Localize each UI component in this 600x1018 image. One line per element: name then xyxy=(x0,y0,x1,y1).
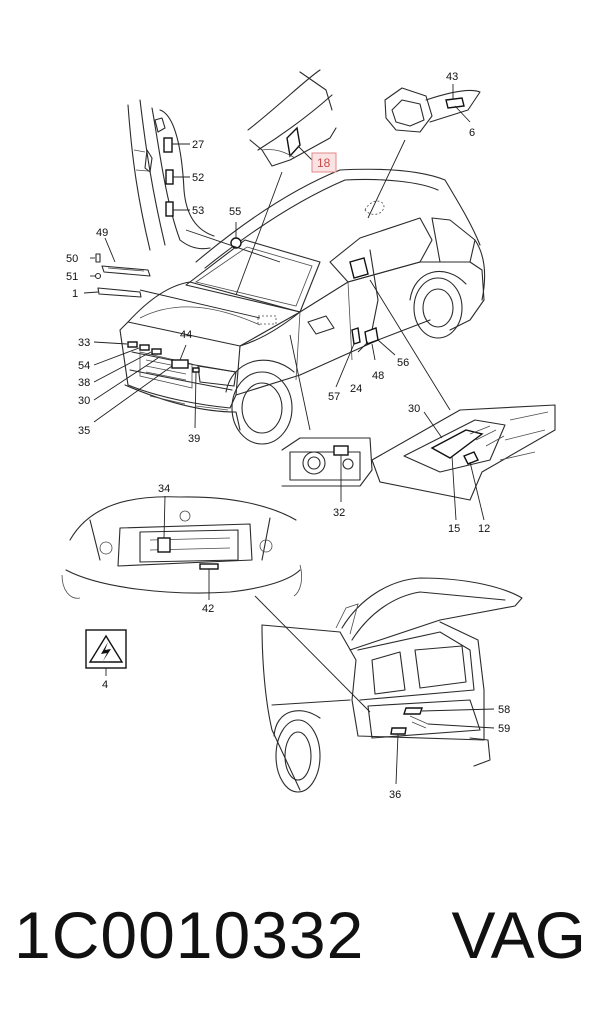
callout-54: 54 xyxy=(78,360,90,372)
b-pillar-label-shape xyxy=(349,257,369,279)
label-32-shape xyxy=(333,445,349,456)
callout-1: 1 xyxy=(72,288,78,300)
callout-24: 24 xyxy=(350,383,362,395)
label-24-shape xyxy=(351,327,361,345)
label-48-shape xyxy=(364,327,379,345)
callout-18-highlight xyxy=(311,152,337,173)
callout-53: 53 xyxy=(192,205,204,217)
callout-48: 48 xyxy=(372,370,384,382)
label-42-shape xyxy=(199,563,219,570)
callout-34: 34 xyxy=(158,483,170,495)
part-number: 1C0010332 xyxy=(14,898,365,972)
label-54-shape xyxy=(139,344,150,351)
label-27-shape xyxy=(163,137,173,153)
label-58-shape xyxy=(403,707,423,715)
callout-39: 39 xyxy=(188,433,200,445)
console-detail xyxy=(371,404,556,521)
callout-35: 35 xyxy=(78,425,90,437)
callout-30-front: 30 xyxy=(78,395,90,407)
callout-59: 59 xyxy=(498,723,510,735)
label-12-shape xyxy=(463,451,479,465)
callout-36: 36 xyxy=(389,789,401,801)
label-52-shape xyxy=(165,169,174,185)
callout-43: 43 xyxy=(446,71,458,83)
callout-4: 4 xyxy=(102,679,108,691)
callout-32: 32 xyxy=(333,507,345,519)
callout-27: 27 xyxy=(192,139,204,151)
label-55-shape xyxy=(230,237,242,249)
label-30-console-shape xyxy=(430,429,484,459)
footer: 1C0010332 VAG xyxy=(0,880,600,990)
wiper-parts xyxy=(83,237,151,298)
callout-42: 42 xyxy=(202,603,214,615)
callout-30-console: 30 xyxy=(408,403,420,415)
label-39-shape xyxy=(192,367,200,373)
engine-bay-detail xyxy=(61,495,302,600)
callout-55: 55 xyxy=(229,206,241,218)
callout-33: 33 xyxy=(78,337,90,349)
sun-visor-detail xyxy=(247,69,337,167)
label-36-shape xyxy=(390,727,407,735)
callout-57: 57 xyxy=(328,391,340,403)
label-44-shape xyxy=(171,359,189,369)
callout-51: 51 xyxy=(66,271,78,283)
callout-56: 56 xyxy=(397,357,409,369)
callout-49: 49 xyxy=(96,227,108,239)
label-53-shape xyxy=(165,201,174,217)
label-33-shape xyxy=(127,341,138,348)
callout-6: 6 xyxy=(469,127,475,139)
callout-labels: 27 52 53 55 49 50 51 1 18 43 6 33 54 38 … xyxy=(66,71,510,801)
light-switch-detail xyxy=(281,437,373,502)
label-34-shape xyxy=(157,537,171,553)
vehicle-front-view xyxy=(119,168,486,445)
high-voltage-warning-icon xyxy=(85,629,127,676)
callout-44: 44 xyxy=(180,329,192,341)
parts-diagram: 27 52 53 55 49 50 51 1 18 43 6 33 54 38 … xyxy=(61,69,556,801)
callout-12: 12 xyxy=(478,523,490,535)
callout-18: 18 xyxy=(317,156,331,170)
callout-38: 38 xyxy=(78,377,90,389)
a-pillar-detail xyxy=(127,99,215,251)
mirror-detail xyxy=(384,84,481,133)
label-38-shape xyxy=(151,348,162,355)
brand-name: VAG xyxy=(451,898,586,972)
callout-58: 58 xyxy=(498,704,510,716)
main-view-leaders xyxy=(93,139,451,431)
callout-50: 50 xyxy=(66,253,78,265)
callout-52: 52 xyxy=(192,172,204,184)
callout-15: 15 xyxy=(448,523,460,535)
rear-tailgate-detail xyxy=(254,577,523,793)
